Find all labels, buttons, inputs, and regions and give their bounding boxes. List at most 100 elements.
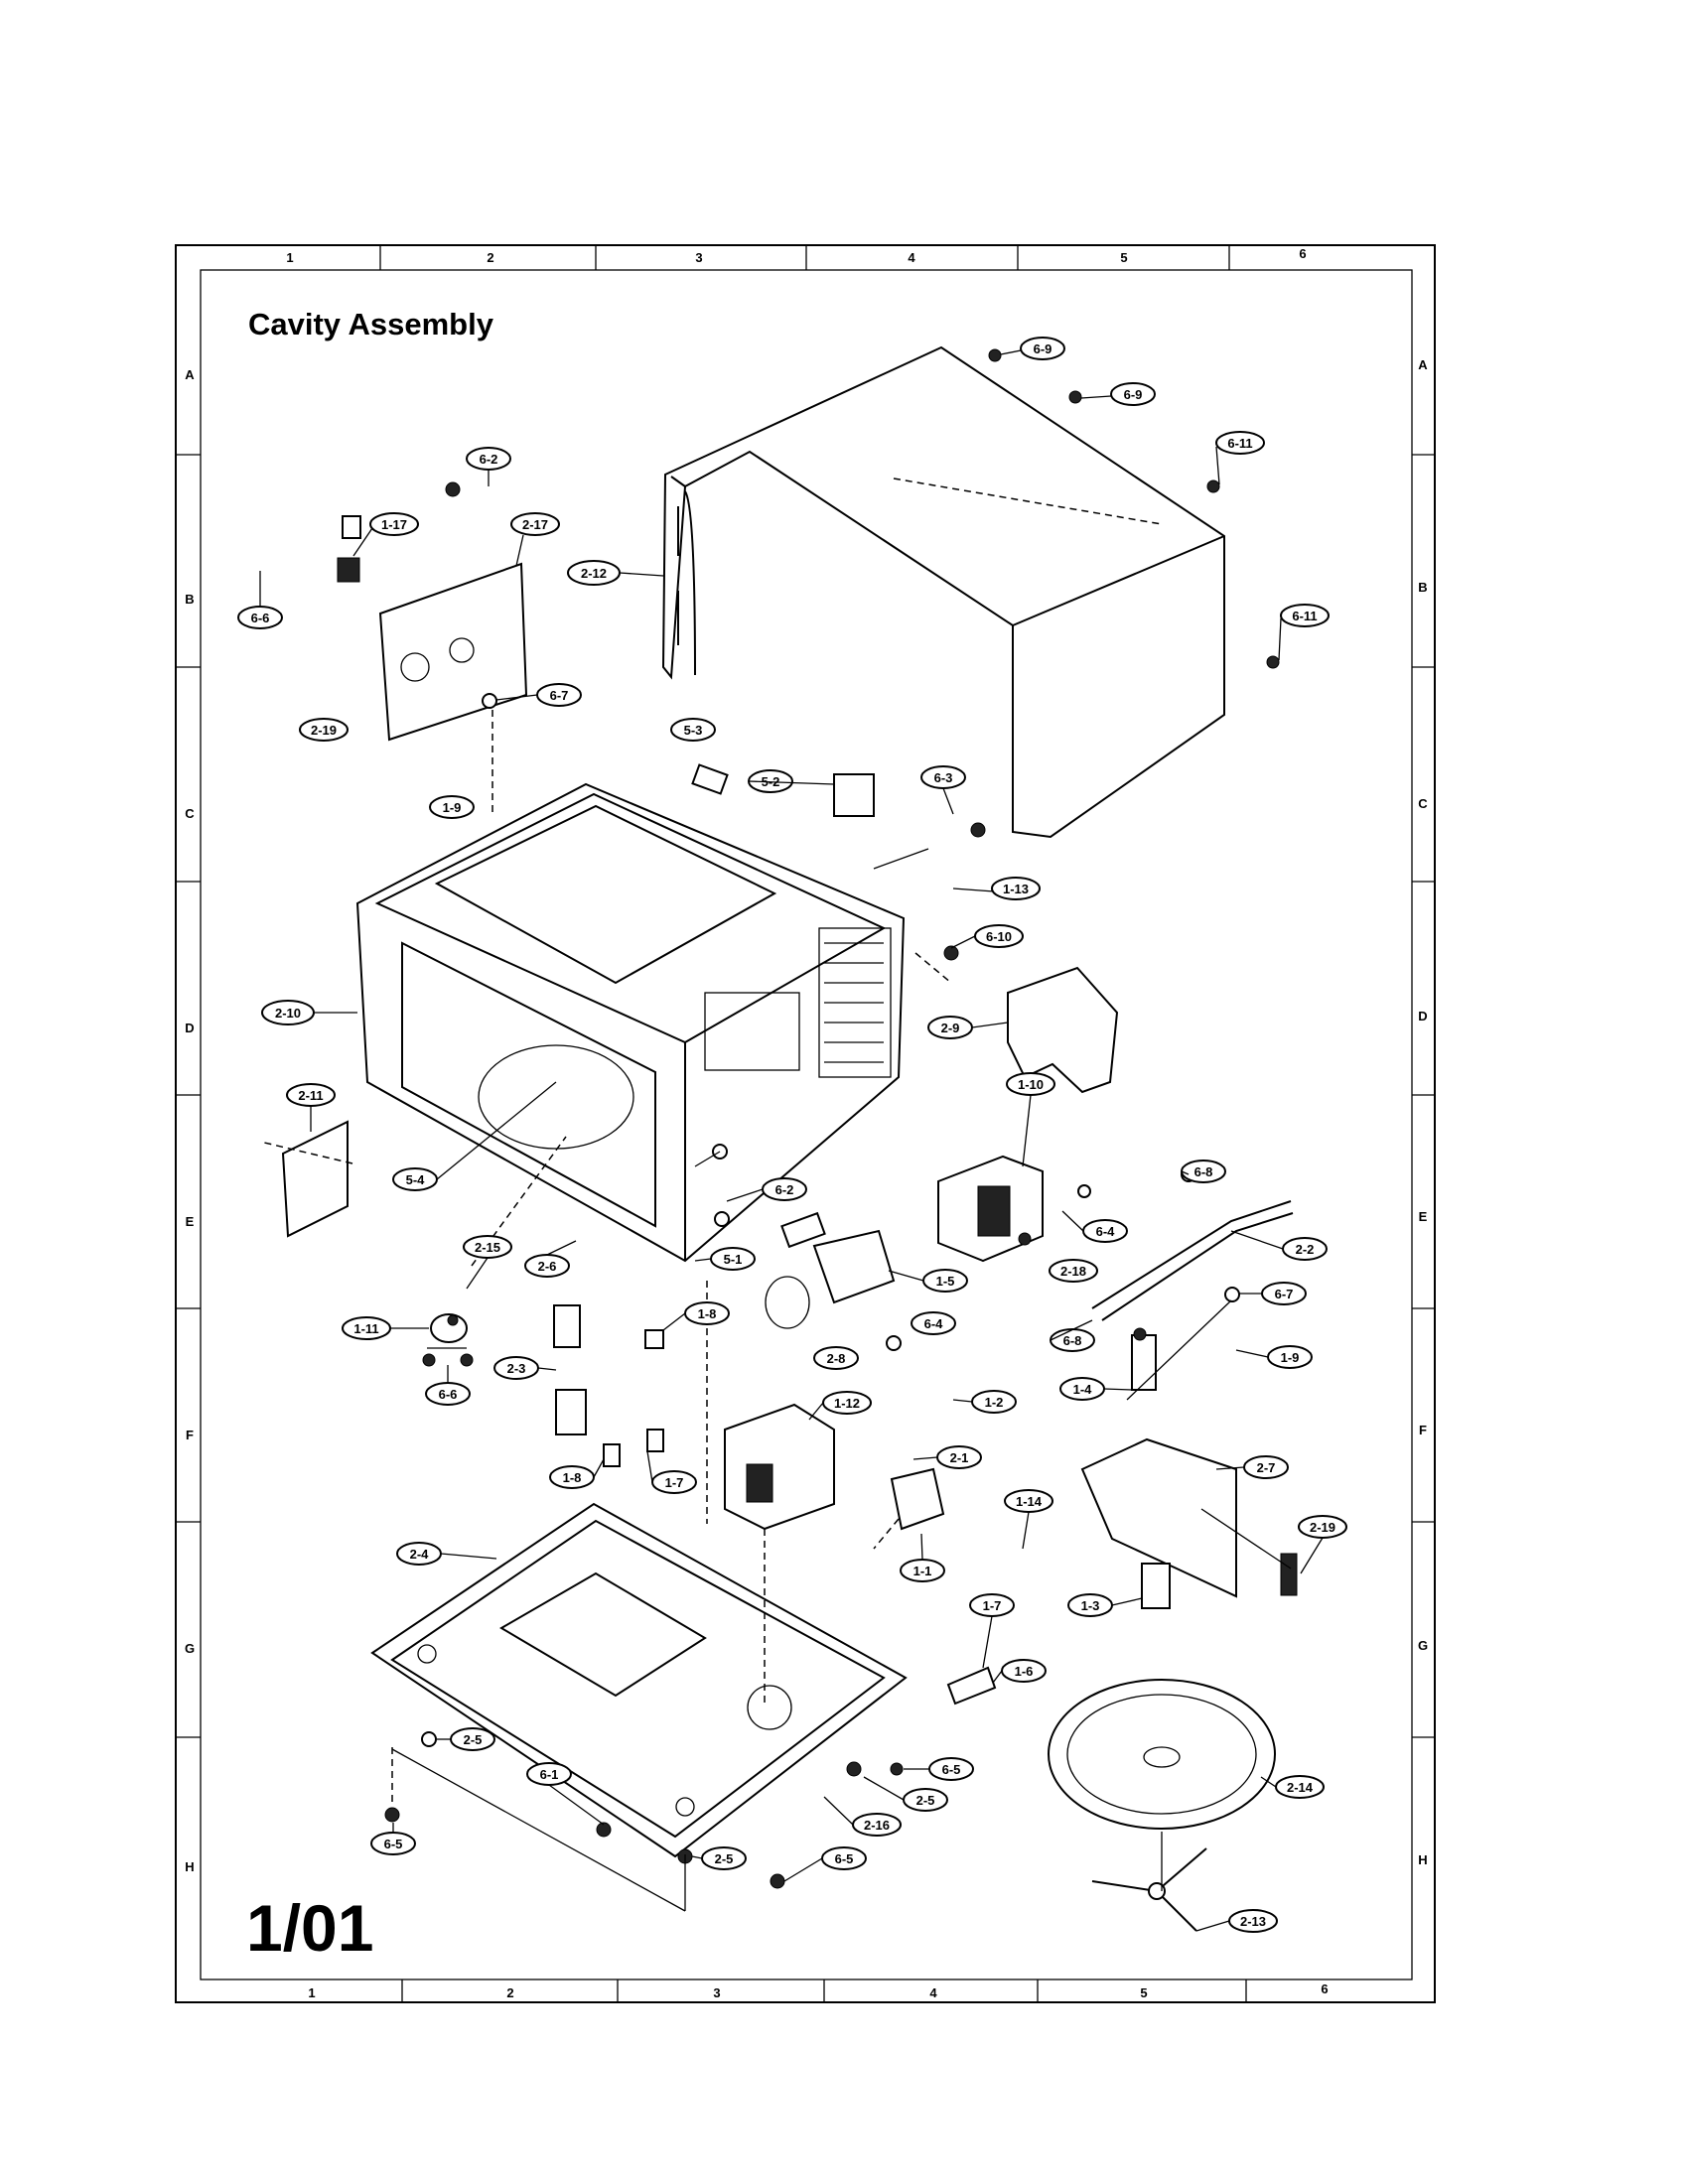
grid-row-right-B: B [1418, 580, 1427, 595]
callout-label: 1-17 [381, 517, 407, 532]
base-plate [370, 1502, 908, 1858]
callout-label: 1-9 [443, 800, 462, 815]
grid-ticks [176, 245, 1435, 2002]
callout-label: 1-6 [1015, 1664, 1034, 1679]
callout-2-16: 2-16 [852, 1813, 902, 1837]
grid-row-left-G: G [185, 1641, 195, 1656]
callout-label: 2-5 [715, 1851, 734, 1866]
grid-col-top-1: 1 [286, 250, 293, 265]
callout-6-9: 6-9 [1020, 337, 1065, 360]
callout-label: 2-6 [538, 1259, 557, 1274]
callout-label: 6-11 [1227, 436, 1252, 451]
callout-label: 1-11 [353, 1321, 378, 1336]
outer-frame [175, 244, 1436, 2003]
grid-row-right-G: G [1418, 1638, 1428, 1653]
callout-label: 6-8 [1194, 1164, 1213, 1179]
callout-label: 1-5 [936, 1274, 955, 1289]
callout-label: 1-14 [1016, 1494, 1043, 1509]
callout-1-5: 1-5 [922, 1269, 968, 1293]
callout-1-8: 1-8 [684, 1301, 730, 1325]
grid-row-right-E: E [1419, 1209, 1428, 1224]
callout-2-5: 2-5 [450, 1727, 495, 1751]
callout-leaders [259, 349, 1324, 1932]
callout-label: 6-10 [986, 929, 1012, 944]
callout-label: 1-10 [1018, 1077, 1044, 1092]
callout-2-1: 2-1 [936, 1445, 982, 1469]
callout-2-19: 2-19 [1298, 1515, 1347, 1539]
callout-6-5: 6-5 [821, 1846, 867, 1870]
callout-6-10: 6-10 [974, 924, 1024, 948]
callout-label: 2-18 [1060, 1264, 1086, 1279]
callout-1-6: 1-6 [1001, 1659, 1047, 1683]
callout-1-11: 1-11 [342, 1316, 391, 1340]
grid-col-top-6: 6 [1299, 246, 1306, 261]
callout-label: 6-7 [1275, 1287, 1294, 1301]
callout-label: 1-2 [985, 1395, 1004, 1410]
callout-label: 6-8 [1063, 1333, 1082, 1348]
callout-6-8: 6-8 [1181, 1160, 1226, 1183]
callout-1-17: 1-17 [369, 512, 419, 536]
callout-1-13: 1-13 [991, 877, 1041, 900]
callout-label: 1-13 [1003, 882, 1029, 896]
callout-1-9: 1-9 [429, 795, 475, 819]
callout-6-5: 6-5 [370, 1832, 416, 1855]
callout-2-17: 2-17 [510, 512, 560, 536]
callout-label: 6-3 [934, 770, 953, 785]
callout-label: 6-1 [540, 1767, 559, 1782]
callout-label: 2-16 [864, 1818, 890, 1833]
callout-label: 2-7 [1257, 1460, 1276, 1475]
labels-5-series [691, 763, 875, 1249]
exploded-view-dashed-lines [259, 710, 1292, 1912]
callout-1-7: 1-7 [651, 1470, 697, 1494]
turntable-tray [1048, 1679, 1276, 1830]
diagram-title: Cavity Assembly [248, 307, 494, 341]
rear-plate [281, 1120, 349, 1238]
capacitor [890, 1467, 945, 1531]
callout-2-3: 2-3 [493, 1356, 539, 1380]
callout-label: 2-5 [916, 1793, 935, 1808]
callout-label: 2-4 [410, 1547, 430, 1562]
callout-1-10: 1-10 [1006, 1072, 1055, 1096]
callout-label: 1-4 [1073, 1382, 1093, 1397]
callout-2-11: 2-11 [286, 1083, 336, 1107]
callout-label: 2-12 [581, 566, 607, 581]
callout-2-10: 2-10 [261, 1000, 315, 1025]
grid-row-left-D: D [185, 1021, 194, 1035]
grid-row-right-A: A [1418, 357, 1428, 372]
grid-row-left-F: F [186, 1428, 194, 1442]
callout-label: 6-4 [924, 1316, 944, 1331]
callout-6-11: 6-11 [1280, 604, 1330, 627]
callout-label: 2-15 [475, 1240, 500, 1255]
callout-2-19: 2-19 [299, 718, 349, 742]
callout-label: 6-6 [251, 611, 270, 625]
callout-label: 5-3 [684, 723, 703, 738]
callout-6-7: 6-7 [1261, 1282, 1307, 1305]
callout-label: 6-5 [384, 1837, 403, 1851]
callout-label: 1-8 [698, 1306, 717, 1321]
callout-label: 2-19 [311, 723, 337, 738]
callout-6-9: 6-9 [1110, 382, 1156, 406]
callout-label: 2-9 [941, 1021, 960, 1035]
callout-label: 6-11 [1292, 609, 1317, 623]
interlock-switches [553, 1304, 997, 1706]
callout-2-9: 2-9 [927, 1016, 973, 1039]
callout-label: 6-5 [942, 1762, 961, 1777]
callout-1-12: 1-12 [822, 1391, 872, 1415]
callout-2-7: 2-7 [1243, 1455, 1289, 1479]
callout-1-2: 1-2 [971, 1390, 1017, 1414]
grid-col-top-3: 3 [695, 250, 702, 265]
callout-label: 2-5 [464, 1732, 483, 1747]
grid-col-bottom-4: 4 [929, 1985, 937, 2000]
cavity-vent-grid [824, 942, 884, 1063]
callout-6-1: 6-1 [526, 1762, 572, 1786]
callout-label: 6-4 [1096, 1224, 1116, 1239]
callout-1-4: 1-4 [1059, 1377, 1105, 1401]
callout-6-5: 6-5 [928, 1757, 974, 1781]
callout-label: 6-9 [1124, 387, 1143, 402]
fan-motor [765, 1229, 896, 1329]
grid-row-left-H: H [185, 1859, 194, 1874]
callout-label: 2-1 [950, 1450, 969, 1465]
callout-5-4: 5-4 [392, 1167, 438, 1191]
transformer [724, 1403, 835, 1531]
turntable-motor [427, 1313, 468, 1349]
